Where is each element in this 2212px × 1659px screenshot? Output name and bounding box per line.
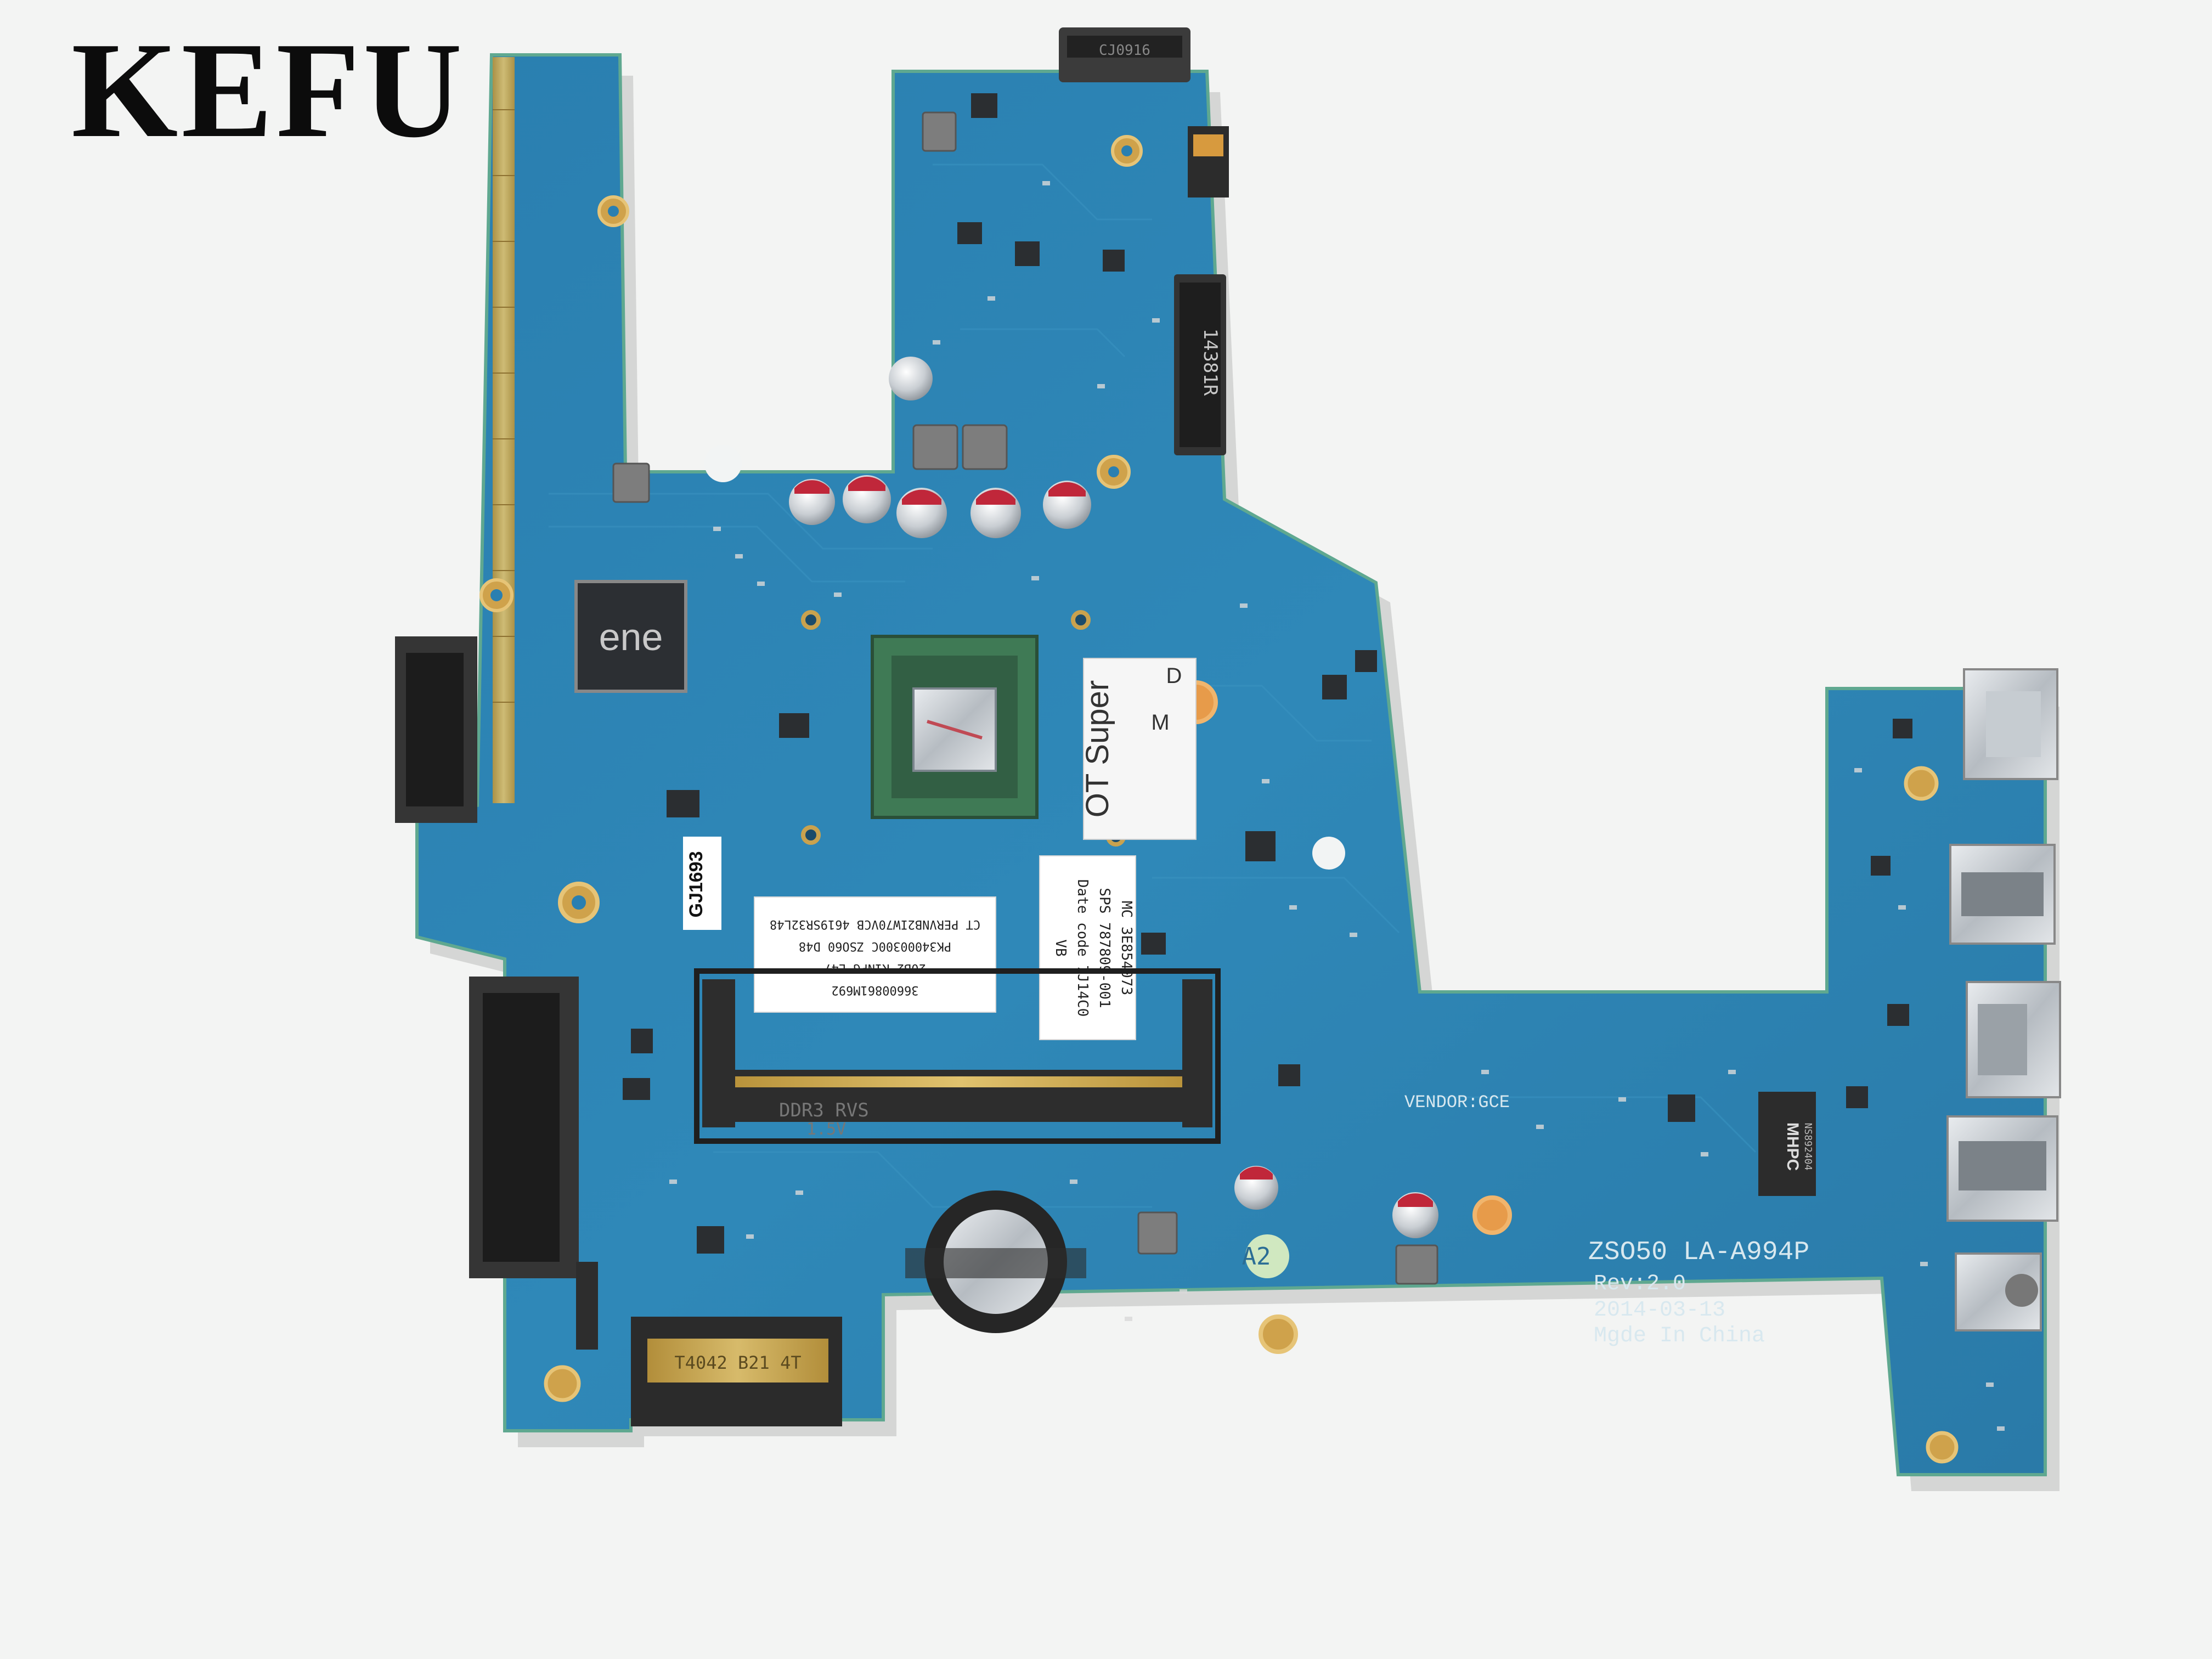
sticker-super	[1083, 658, 1197, 840]
sticker-spare-line-4: VB	[1052, 939, 1069, 956]
sticker-spare	[1039, 855, 1136, 1040]
dimm-slot	[694, 968, 1221, 1144]
dimm-voltage-label: 1.5V	[806, 1120, 846, 1139]
sticker-spare-line-3: Date code 7J14C0	[1074, 879, 1091, 1017]
sticker-letter-m: M	[1151, 710, 1169, 735]
watermark-brand: KEFU	[71, 14, 466, 166]
board-origin-label: Mgde In China	[1594, 1324, 1765, 1348]
sticker-main	[754, 896, 996, 1013]
lan-chip-sublabel: NS892404	[1802, 1123, 1814, 1171]
dimm-slot-label: DDR3 RVS	[779, 1099, 869, 1121]
sticker-letter-d: D	[1166, 664, 1182, 688]
sticker-main-line-4: 36600861M692	[832, 983, 919, 997]
cap-code-label: A2	[1242, 1243, 1271, 1271]
sticker-spare-line-2: SPS 787809-001	[1096, 888, 1113, 1008]
lan-transformer	[1758, 1092, 1816, 1196]
sd-reader-label: T4042 B21 4T	[674, 1352, 801, 1373]
hdd-connector-label: 14381R	[1199, 329, 1221, 396]
svg-text:CJ0916: CJ0916	[1099, 42, 1150, 59]
sticker-main-line-1: CT PERVNB2IW70VCB 4619SR32L48	[770, 917, 980, 931]
sticker-spare-line-1: MC 3E854073	[1118, 901, 1135, 995]
vertical-tag	[683, 837, 721, 930]
vertical-tag-label: GJ1693	[686, 851, 707, 918]
board-model-label: ZSO50 LA-A994P	[1588, 1238, 1809, 1267]
sticker-main-line-2: PK34000300C ZSO60 D48	[799, 939, 951, 953]
lan-chip-label: MHPC	[1784, 1122, 1802, 1171]
sticker-super-label: OT Super	[1080, 680, 1115, 817]
board-revision-label: Rev:2.0	[1594, 1272, 1686, 1296]
ec-chip-label: ene	[599, 616, 663, 658]
board-date-label: 2014-03-13	[1594, 1298, 1725, 1323]
ec-chip	[574, 580, 687, 693]
vendor-label: VENDOR:GCE	[1404, 1092, 1510, 1113]
